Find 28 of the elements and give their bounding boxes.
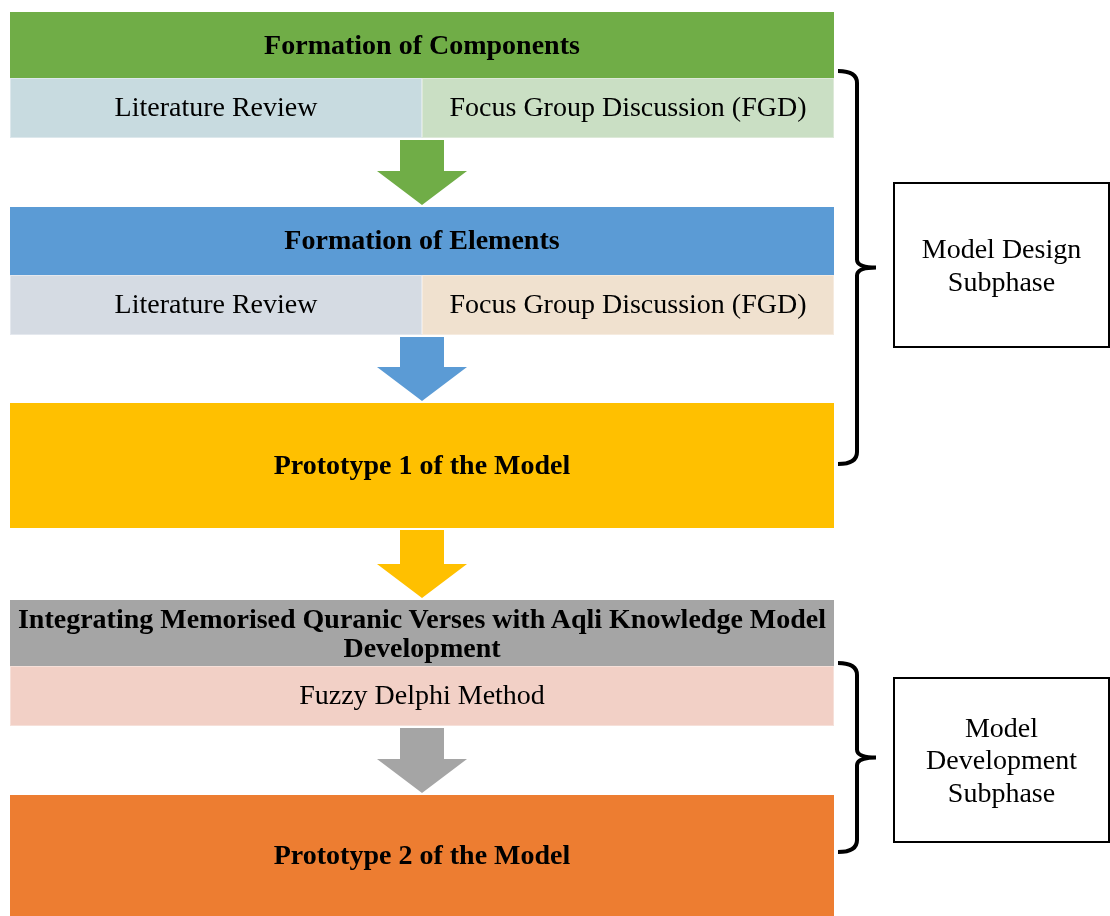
label-text: Literature Review — [114, 91, 318, 124]
block-arrow — [377, 140, 467, 205]
method-box — [10, 275, 422, 335]
label-text: Literature Review — [114, 288, 318, 321]
heading-text: Formation of Components — [264, 28, 580, 62]
heading-text: Prototype 1 of the Model — [273, 449, 571, 482]
process-block — [10, 12, 834, 138]
label-text: Focus Group Discussion (FGD) — [449, 91, 807, 124]
phase-label-box — [893, 677, 1110, 843]
method-box — [10, 666, 834, 726]
label-text: Fuzzy Delphi Method — [299, 679, 545, 712]
label-text: Focus Group Discussion (FGD) — [449, 288, 807, 321]
method-box — [422, 78, 834, 138]
method-box — [422, 275, 834, 335]
heading-text: Integrating Memorised Quranic Verses with Aqli Knowledge Model Development — [16, 603, 828, 663]
block-arrow — [377, 728, 467, 793]
label-text: Model Design Subphase — [921, 233, 1082, 298]
prototype-box — [10, 795, 834, 916]
method-box — [10, 78, 422, 138]
process-block — [10, 207, 834, 335]
heading-text: Formation of Elements — [284, 223, 560, 257]
label-text: Model Development Subphase — [925, 712, 1078, 809]
heading-text: Prototype 2 of the Model — [273, 839, 571, 872]
block-arrow — [377, 530, 467, 598]
block-arrow — [377, 337, 467, 401]
phase-label-box — [893, 182, 1110, 348]
process-block — [10, 600, 834, 726]
prototype-box — [10, 403, 834, 528]
